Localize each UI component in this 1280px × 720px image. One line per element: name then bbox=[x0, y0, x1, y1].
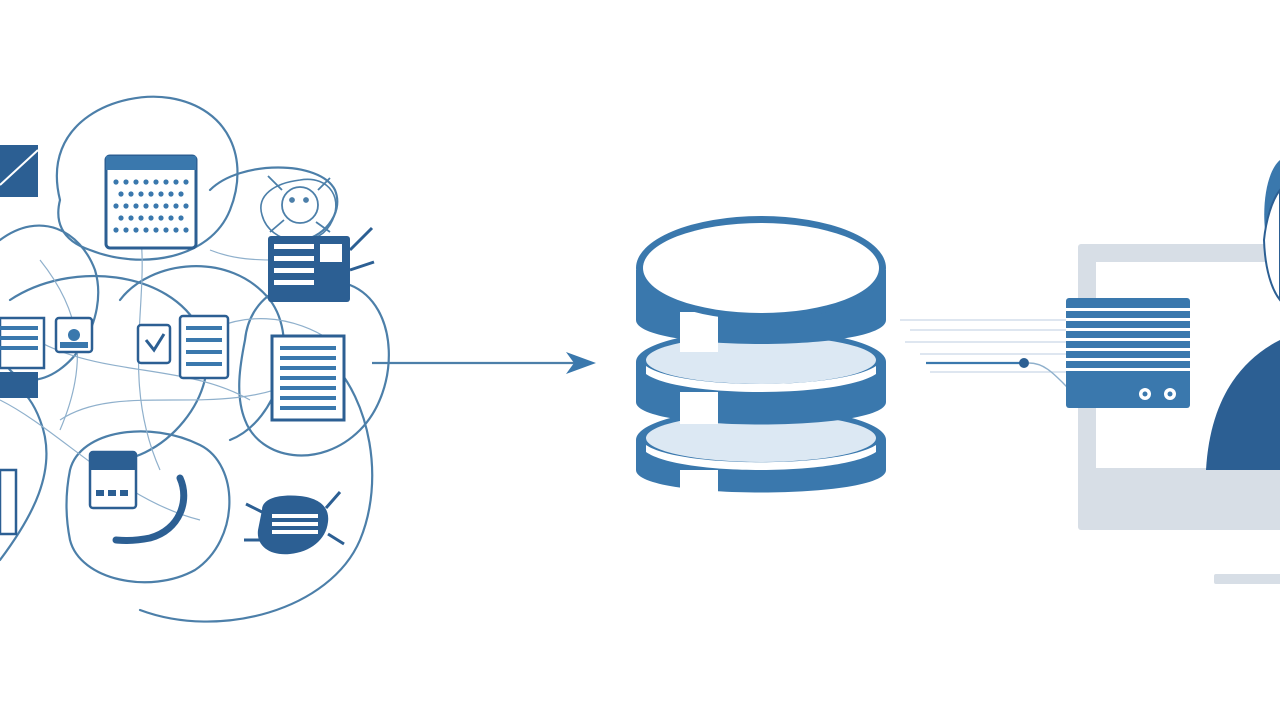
server-icon bbox=[268, 226, 375, 302]
shield-icon bbox=[136, 323, 172, 365]
bug-icon bbox=[267, 175, 331, 233]
keyboard-icon bbox=[88, 450, 138, 510]
user-avatar-icon bbox=[1206, 160, 1280, 470]
wrench-icon bbox=[112, 474, 188, 544]
gear-icon bbox=[54, 316, 94, 354]
chip-icon bbox=[178, 314, 230, 380]
arrow-database-to-monitor bbox=[926, 358, 1069, 389]
robot-icon bbox=[244, 491, 345, 555]
data-streams bbox=[900, 319, 1070, 373]
arrow-left-to-database bbox=[372, 352, 596, 374]
tangle-loop-3 bbox=[65, 430, 231, 584]
database-icon bbox=[636, 216, 886, 500]
grid-document-icon bbox=[104, 154, 198, 250]
tangle-loop-1 bbox=[55, 95, 239, 261]
report-icon bbox=[270, 334, 346, 422]
document-icon bbox=[0, 145, 39, 197]
folder-icon bbox=[0, 468, 18, 536]
form-icon bbox=[0, 316, 46, 398]
tangle-loop-10 bbox=[260, 178, 337, 242]
tangle-loop-5 bbox=[138, 358, 374, 623]
data-panel-icon bbox=[1066, 298, 1190, 408]
tangle-loop-6 bbox=[208, 166, 339, 242]
